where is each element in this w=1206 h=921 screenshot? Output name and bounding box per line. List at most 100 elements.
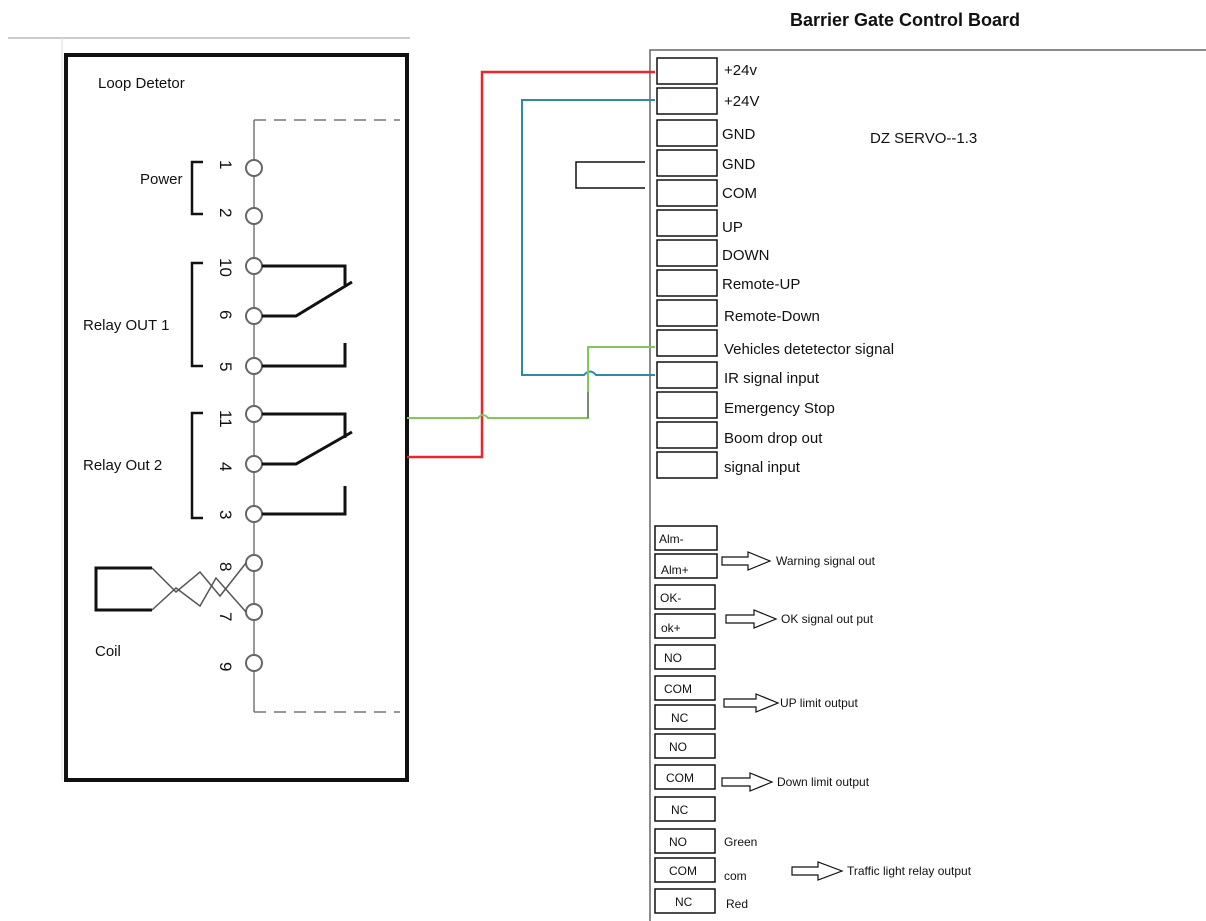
output-box [654,796,716,822]
terminal-circle [245,603,263,621]
output-label-warning: Warning signal out [776,554,876,568]
pin-label: COM [722,185,757,202]
group-label-coil: Coil [95,643,121,660]
output-box-label: COM [669,864,697,878]
terminal-number: 8 [216,562,235,571]
terminal-number: 10 [216,258,235,277]
traffic-label-red: Red [726,897,748,911]
pin-box [656,209,718,237]
relay1-contacts [262,264,353,368]
board-outline [649,49,1206,921]
pin-label: Remote-Down [724,308,820,325]
output-box [654,644,716,670]
output-box-label: COM [666,771,694,785]
output-box [654,828,716,854]
relay2-switch-arm [262,430,353,466]
terminal-circle [245,159,263,177]
output-box [654,675,716,701]
detector-title: Loop Detetor [98,75,185,92]
group-label-power: Power [140,171,183,188]
gnd-com-jumper [575,161,645,189]
detector-box [64,53,409,782]
terminal-circle [245,654,263,672]
output-box [654,704,716,730]
output-box-label: NC [671,803,689,817]
output-box-label: NO [669,740,687,754]
relay1-bracket [190,261,203,368]
output-box [654,553,718,579]
terminal-number: 11 [216,410,235,428]
pin-label: +24V [724,93,759,110]
terminal-number: 9 [216,662,235,671]
terminal-number: 7 [216,612,235,621]
output-box-label: OK- [660,591,681,605]
terminal-number: 5 [216,362,235,371]
terminal-number: 4 [216,462,235,471]
arrow-right-icon [791,861,844,881]
terminal-circle [245,257,263,275]
pin-box [656,391,718,419]
pin-label: +24v [724,62,757,79]
pin-box [656,329,718,357]
wire-red [407,70,655,459]
relay1-nc-contact [262,343,347,368]
output-label-traffic: Traffic light relay output [847,864,972,878]
pin-label: UP [722,219,743,236]
pin-boxes [656,57,718,479]
output-boxes: Alm- Alm+ OK- ok+ NO COM NC NO COM NC NO… [654,525,718,914]
output-box-label: ok+ [661,621,681,635]
terminal-circles [245,159,263,672]
arrow-right-icon [723,693,780,713]
relay2-no-contact [262,412,347,438]
terminal-number: 1 [216,160,235,169]
power-bracket [190,160,203,216]
terminal-circle [245,554,263,572]
terminal-circle [245,505,263,523]
pin-box [656,239,718,267]
pin-label: GND [722,156,756,173]
pin-box [656,87,718,115]
terminal-circle [245,455,263,473]
pin-label: signal input [724,459,801,476]
terminal-number: 2 [216,208,235,217]
pin-box [656,179,718,207]
traffic-label-com: com [724,869,747,883]
output-box-label: NC [675,895,693,909]
board-title: Barrier Gate Control Board [790,10,1020,30]
output-box [654,857,716,883]
arrow-right-icon [721,772,774,792]
coil [94,562,247,613]
coil-twisted-wire-a [151,562,247,598]
relay2-bracket [190,411,203,520]
coil-twisted-wire-b [151,576,247,613]
relay2-nc-contact [262,486,347,516]
output-box-label: COM [664,682,692,696]
output-box-label: Alm- [659,532,684,546]
output-arrows [721,551,844,881]
pin-box [656,269,718,297]
pin-label: Boom drop out [724,430,823,447]
relay1-switch-arm [262,280,353,318]
pin-box [656,149,718,177]
relay1-no-contact [262,264,347,285]
pin-labels: +24v +24V GND GND COM UP DOWN Remote-UP … [722,62,894,476]
coil-loop [94,566,152,612]
output-label-down-limit: Down limit output [777,775,870,789]
board-model: DZ SERVO--1.3 [870,130,977,147]
terminal-numbers: 1 2 10 6 5 11 4 3 8 7 9 [216,160,235,671]
arrow-right-icon [725,609,778,629]
group-label-relay2: Relay Out 2 [83,457,162,474]
pin-label: Remote-UP [722,276,800,293]
pin-label: Vehicles detetector signal [724,341,894,358]
arrow-right-icon [721,551,772,571]
pin-box [656,421,718,449]
pin-box [656,361,718,389]
terminal-number: 6 [216,310,235,319]
pin-box [656,299,718,327]
relay2-contacts [262,412,353,516]
output-label-ok: OK signal out put [781,612,874,626]
wire-blue [521,99,655,376]
output-box [654,613,716,639]
pin-label: GND [722,126,756,143]
output-box [654,888,716,914]
